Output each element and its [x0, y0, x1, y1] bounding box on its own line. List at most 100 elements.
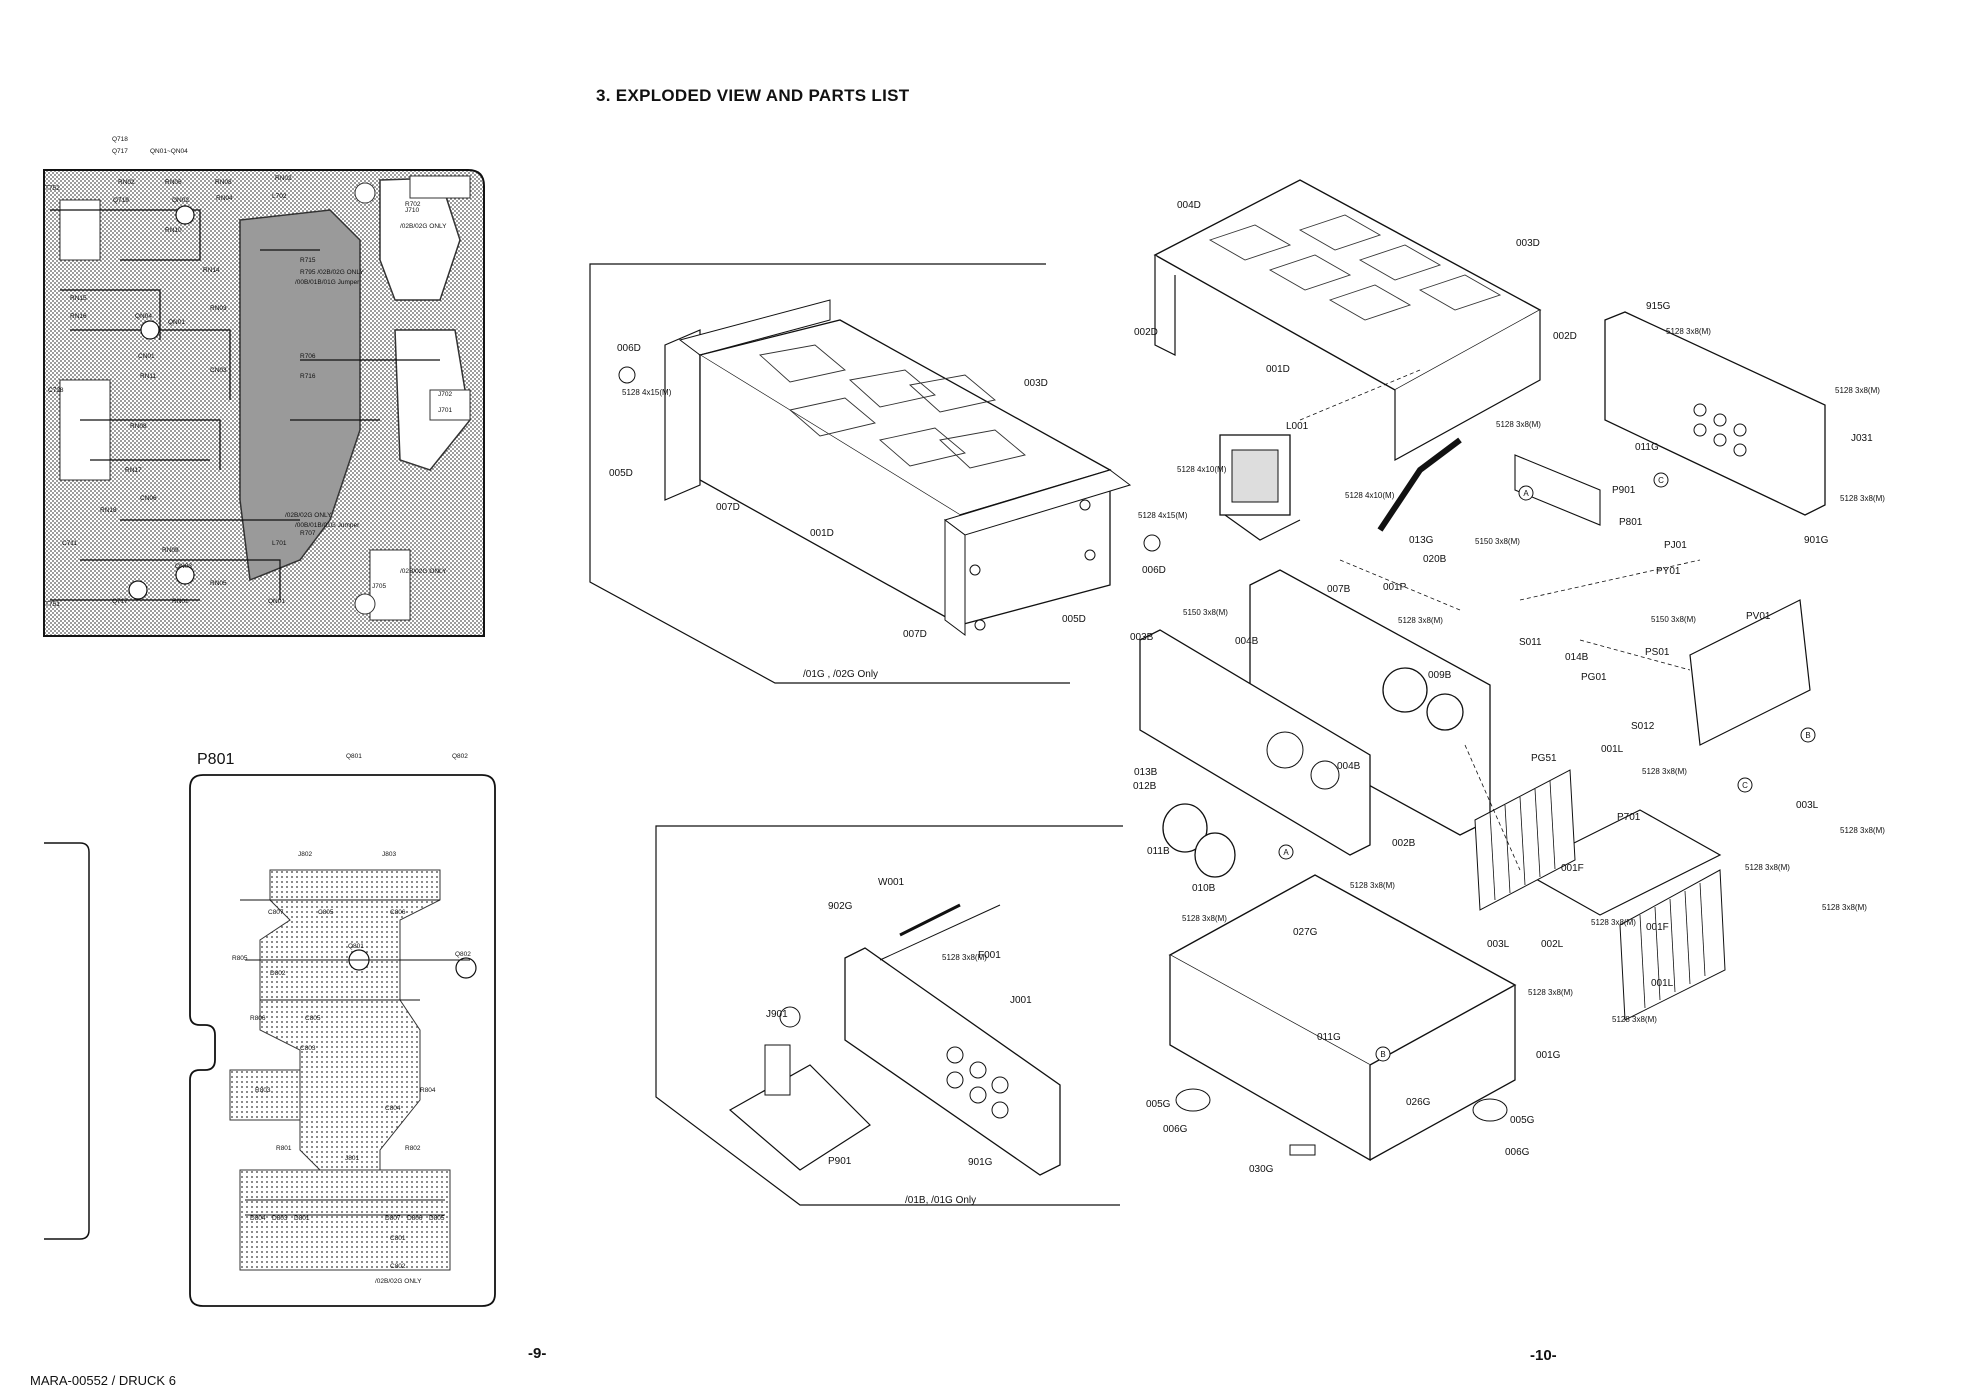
inset-bottom-part-0: W001: [878, 877, 905, 888]
pcb-top-comp-38: J710: [405, 207, 419, 214]
p801-comp-21: D803: [272, 1215, 288, 1222]
p801-comp-25: D805: [429, 1215, 445, 1222]
main-part-10: L001: [1286, 421, 1309, 432]
pcb-top-comp-11: R715: [300, 257, 316, 264]
main-part-62: 011G: [1317, 1032, 1341, 1043]
main-part-51: 5128 3x8(M): [1822, 903, 1867, 912]
main-part-12: 5128 4x10(M): [1345, 491, 1395, 500]
pcb-top-comp-9: L702: [272, 193, 287, 200]
p801-note: /02B/02G ONLY: [375, 1278, 422, 1285]
main-part-37: PG51: [1531, 753, 1557, 764]
main-part-4: 002D: [1553, 331, 1577, 342]
pcb-top-comp-8: RN04: [216, 195, 233, 202]
pcb-top-note-3: /02B/02G ONLY: [285, 512, 332, 519]
pcb-top-comp-14: RN16: [70, 313, 87, 320]
p801-comp-12: R803: [255, 1087, 271, 1094]
pcb-top-comp-25: RN17: [125, 467, 142, 474]
main-part-29: 003B: [1130, 632, 1154, 643]
callout-2: B: [1805, 731, 1810, 740]
main-part-30: 004B: [1235, 636, 1259, 647]
pcb-top-comp-15: QN04: [135, 313, 152, 320]
p801-title: P801: [197, 751, 234, 768]
page-title: 3. EXPLODED VIEW AND PARTS LIST: [596, 86, 910, 105]
pcb-top-comp-31: RN05: [210, 580, 227, 587]
main-part-17: 013G: [1409, 535, 1434, 546]
doc-id: MARA-00552 / DRUCK 6: [30, 1373, 176, 1388]
p801-comp-16: J801: [345, 1155, 359, 1162]
pcb-top-comp-22: R706: [300, 353, 316, 360]
pcb-top-comp-10: RN10: [165, 227, 182, 234]
main-part-3: 001D: [1266, 364, 1290, 375]
pcb-top-comp-1: RN02: [118, 179, 135, 186]
main-part-15: P901: [1612, 485, 1636, 496]
main-part-14: 011G: [1635, 442, 1659, 453]
p801-comp-15: R802: [405, 1145, 421, 1152]
p801-comp-11: C803: [300, 1045, 316, 1052]
p801-comp-3: C805: [318, 909, 334, 916]
inset-top-part-3: 007D: [716, 502, 740, 513]
page-number-right: -10-: [1530, 1347, 1557, 1364]
partial-board-outline: [44, 842, 90, 1240]
main-part-64: 026G: [1406, 1097, 1431, 1108]
pcb-top-comp-28: C711: [62, 540, 77, 547]
pcb-top-comp-30: QN03: [175, 563, 192, 570]
main-part-31: S011: [1519, 637, 1542, 648]
inset-top-part-7: 006D: [1142, 565, 1166, 576]
main-part-35: PG01: [1581, 672, 1607, 683]
main-exploded-view: A C B C A B 004D 003D 002D 001D 002D 915…: [1130, 179, 1885, 1175]
callout-0: A: [1523, 489, 1529, 498]
pcb-top-comp-12: RN14: [203, 267, 220, 274]
inset-top-caption: /01G , /02G Only: [803, 669, 878, 680]
p801-comp-4: C806: [390, 909, 406, 916]
pcb-top-comp-0: T752: [45, 185, 60, 192]
main-part-53: 5128 3x8(M): [1182, 914, 1227, 923]
pcb-top-header-2: Q717: [112, 148, 128, 155]
pcb-top-comp-40: J701: [438, 407, 452, 414]
inset-top-part-5: 001D: [810, 528, 834, 539]
pcb-top-comp-26: CN06: [140, 495, 157, 502]
main-part-54: 001F: [1646, 922, 1669, 933]
p801-comp-1: J803: [382, 851, 396, 858]
main-part-68: 006G: [1505, 1147, 1530, 1158]
main-part-13: 5128 3x8(M): [1496, 420, 1541, 429]
pcb-top-comp-2: RN06: [165, 179, 182, 186]
main-part-32: 014B: [1565, 652, 1589, 663]
pcb-top-comp-29: RN09: [162, 547, 179, 554]
pcb-top-comp-4: RN02: [275, 175, 292, 182]
main-part-40: 004B: [1337, 761, 1361, 772]
main-part-49: 001F: [1561, 863, 1584, 874]
pcb-top-comp-32: RN01: [172, 598, 189, 605]
main-part-36: S012: [1631, 721, 1655, 732]
main-part-39: 012B: [1133, 781, 1157, 792]
p801-comp-6: R806: [250, 1015, 266, 1022]
callout-4: A: [1283, 848, 1289, 857]
main-part-7: 5128 3x8(M): [1835, 386, 1880, 395]
p801-comp-23: D807: [385, 1215, 401, 1222]
main-part-6: 5128 3x8(M): [1666, 327, 1711, 336]
p801-comp-22: D801: [294, 1215, 310, 1222]
pcb-top-note-1: R795 /02B/02G ONLY: [300, 269, 364, 276]
main-part-66: 006G: [1163, 1124, 1188, 1135]
pcb-top-comp-39: J702: [438, 391, 452, 398]
p801-comp-17: C801: [390, 1235, 406, 1242]
main-part-47: 002B: [1392, 838, 1416, 849]
pcb-top-note-0: /02B/02G ONLY: [400, 223, 447, 230]
main-part-67: 005G: [1510, 1115, 1535, 1126]
pcb-top-comp-13: RN15: [70, 295, 87, 302]
main-part-60: 5128 3x8(M): [1528, 988, 1573, 997]
main-part-55: 027G: [1293, 927, 1318, 938]
pcb-top-note-4: /00B/01B/01G Jumper: [295, 522, 360, 529]
main-part-56: 003L: [1487, 939, 1510, 950]
pcb-top-board: Q718 Q717 QN01~QN04: [43, 136, 485, 637]
inset-top-part-0: 006D: [617, 343, 641, 354]
pcb-top-comp-36: R707: [300, 530, 316, 537]
main-part-8: J031: [1851, 433, 1873, 444]
pcb-top-comp-17: RN03: [210, 305, 227, 312]
p801-comp-14: R801: [276, 1145, 292, 1152]
main-part-38: 013B: [1134, 767, 1158, 778]
main-part-58: 001L: [1651, 978, 1674, 989]
inset-bottom-part-5: J901: [766, 1009, 788, 1020]
main-part-2: 002D: [1134, 327, 1158, 338]
pcb-top-comp-5: R702: [405, 201, 421, 208]
page-number-left: -9-: [528, 1345, 547, 1362]
